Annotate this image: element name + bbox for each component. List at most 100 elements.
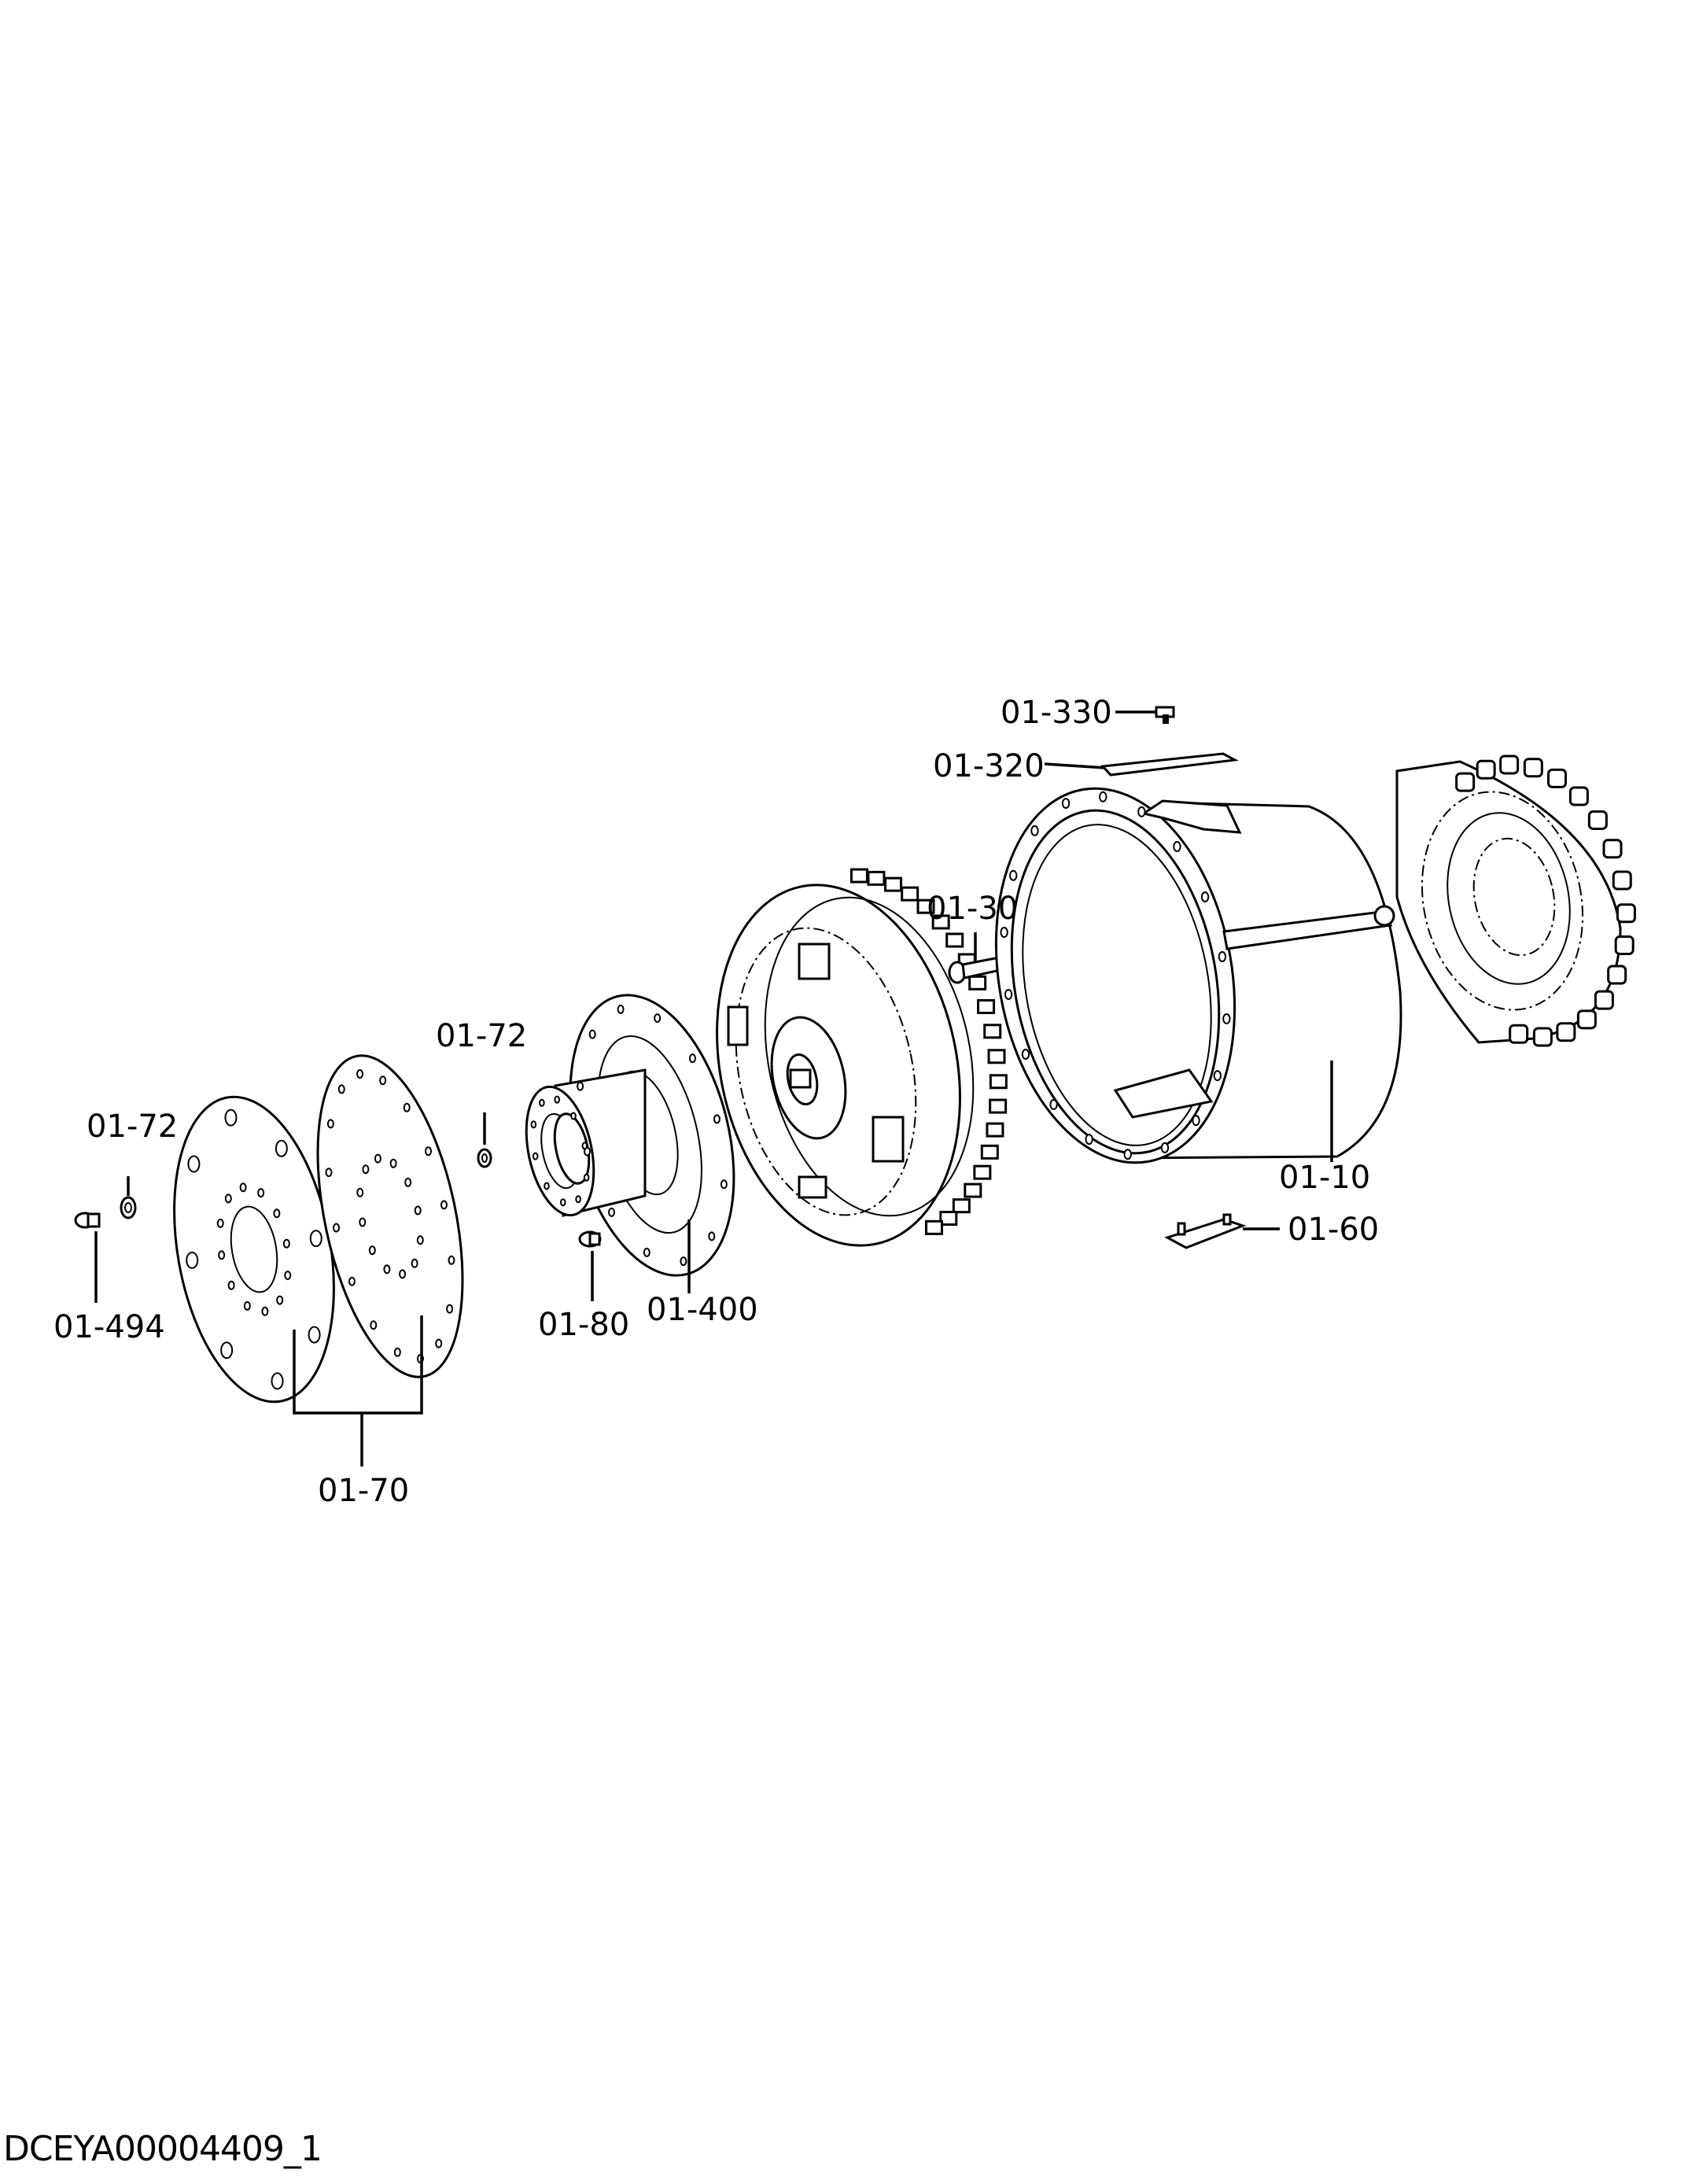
callout-01-330: 01-330 (1001, 695, 1112, 731)
transmission-boss (1607, 965, 1627, 985)
part-washer-01-72-left[interactable] (120, 1176, 137, 1219)
transmission-boss (1499, 754, 1520, 775)
bolt-hole (1160, 1142, 1170, 1153)
bolt-hole (404, 1177, 412, 1187)
converter-lug (867, 870, 886, 886)
bolt-hole (581, 1142, 588, 1150)
bolt-hole (1173, 841, 1181, 853)
converter-lug (850, 868, 868, 884)
part-flex-plate-2[interactable] (293, 1042, 488, 1389)
transmission-boss (1455, 772, 1476, 792)
bolt-hole (544, 1182, 550, 1190)
bolt-hole (1000, 927, 1008, 939)
bolt-hole (275, 1139, 288, 1157)
bolt-hole (389, 1158, 397, 1168)
part-transmission[interactable] (1395, 754, 1636, 1047)
part-cover-01-60[interactable] (1164, 1213, 1280, 1249)
converter-lug (916, 898, 935, 914)
bolt-hole (271, 1372, 284, 1390)
part-washer-01-72-center[interactable] (477, 1112, 492, 1168)
callout-01-72-left: 01-72 (87, 1109, 178, 1145)
converter-lug (977, 998, 996, 1014)
transmission-boss (1568, 786, 1589, 806)
part-torque-converter[interactable] (685, 862, 1008, 1268)
bolt-hole (348, 1276, 356, 1286)
converter-lug (901, 886, 920, 902)
bolt-hole (325, 1168, 333, 1178)
part-housing-01-10[interactable] (968, 769, 1402, 1182)
callout-01-70: 01-70 (318, 1473, 409, 1509)
bolt-hole (411, 1258, 418, 1268)
callout-01-400: 01-400 (647, 1292, 758, 1328)
part-flex-plate-1[interactable] (152, 1084, 356, 1415)
bolt-hole (446, 1304, 454, 1314)
bolt-hole (261, 1306, 269, 1316)
bolt-hole (435, 1338, 443, 1348)
converter-lug (989, 1098, 1008, 1114)
converter-lug (986, 1122, 1004, 1138)
bolt-hole (577, 1081, 584, 1091)
bolt-hole (1030, 825, 1039, 836)
part-bolt-01-494[interactable] (74, 1212, 101, 1303)
converter-lug (884, 876, 903, 892)
bolt-hole (425, 1146, 433, 1157)
transmission-boss (1547, 768, 1568, 788)
bolt-hole (575, 1195, 581, 1204)
bolt-hole (1137, 806, 1146, 817)
bolt-hole (713, 1114, 721, 1124)
transmission-boss (1532, 1027, 1553, 1047)
part-hub-flange-01-400[interactable] (516, 978, 761, 1293)
bolt-hole (257, 1188, 265, 1198)
bolt-hole (414, 1205, 422, 1216)
bolt-hole (356, 1069, 364, 1079)
transmission-boss (1612, 870, 1632, 891)
bolt-hole (688, 1053, 696, 1064)
bolt-hole (333, 1223, 341, 1233)
bolt-hole (1061, 798, 1071, 810)
part-bolt-01-80[interactable] (578, 1230, 602, 1301)
bolt-hole (720, 1179, 728, 1190)
bolt-hole (284, 1271, 292, 1281)
converter-lug (945, 932, 964, 948)
bolt-hole (416, 1235, 424, 1245)
transmission-boss (1602, 839, 1623, 859)
bolt-hole (1222, 1013, 1231, 1024)
part-screw-01-330[interactable] (1115, 706, 1175, 724)
part-bolt-01-30[interactable] (948, 932, 1005, 984)
bolt-hole (243, 1300, 251, 1311)
converter-lug (964, 1182, 982, 1198)
transmission-boss (1556, 1022, 1576, 1042)
converter-lug (931, 914, 950, 930)
bolt-hole (309, 1230, 322, 1248)
transmission-boss (1587, 810, 1608, 830)
bolt-hole (276, 1295, 284, 1305)
bolt-hole (608, 1207, 616, 1217)
callout-01-30: 01-30 (927, 891, 1018, 927)
bolt-hole (1099, 791, 1107, 802)
bolt-hole (393, 1347, 401, 1357)
converter-lug (987, 1049, 1006, 1064)
leader-01-70 (293, 1315, 423, 1466)
document-id: DCEYA00004409_1 (3, 2129, 322, 2169)
bolt-hole (583, 1173, 590, 1182)
bolt-hole (239, 1182, 247, 1193)
bolt-hole (440, 1200, 448, 1210)
bolt-hole (539, 1098, 545, 1107)
bolt-hole (227, 1280, 235, 1290)
bolt-hole (559, 1198, 566, 1207)
bolt-hole (370, 1320, 378, 1330)
bolt-hole (282, 1238, 290, 1249)
bolt-hole (216, 1218, 224, 1228)
bolt-hole (588, 1029, 596, 1039)
bolt-hole (356, 1187, 364, 1197)
bolt-hole (403, 1102, 411, 1112)
converter-lug (973, 1164, 992, 1180)
bolt-hole (368, 1245, 376, 1256)
bolt-hole (374, 1153, 381, 1164)
bolt-hole (617, 1004, 625, 1014)
bolt-hole (308, 1326, 321, 1344)
bolt-hole (399, 1269, 407, 1279)
bolt-hole (643, 1247, 650, 1257)
part-gasket-01-320[interactable] (1044, 752, 1239, 777)
